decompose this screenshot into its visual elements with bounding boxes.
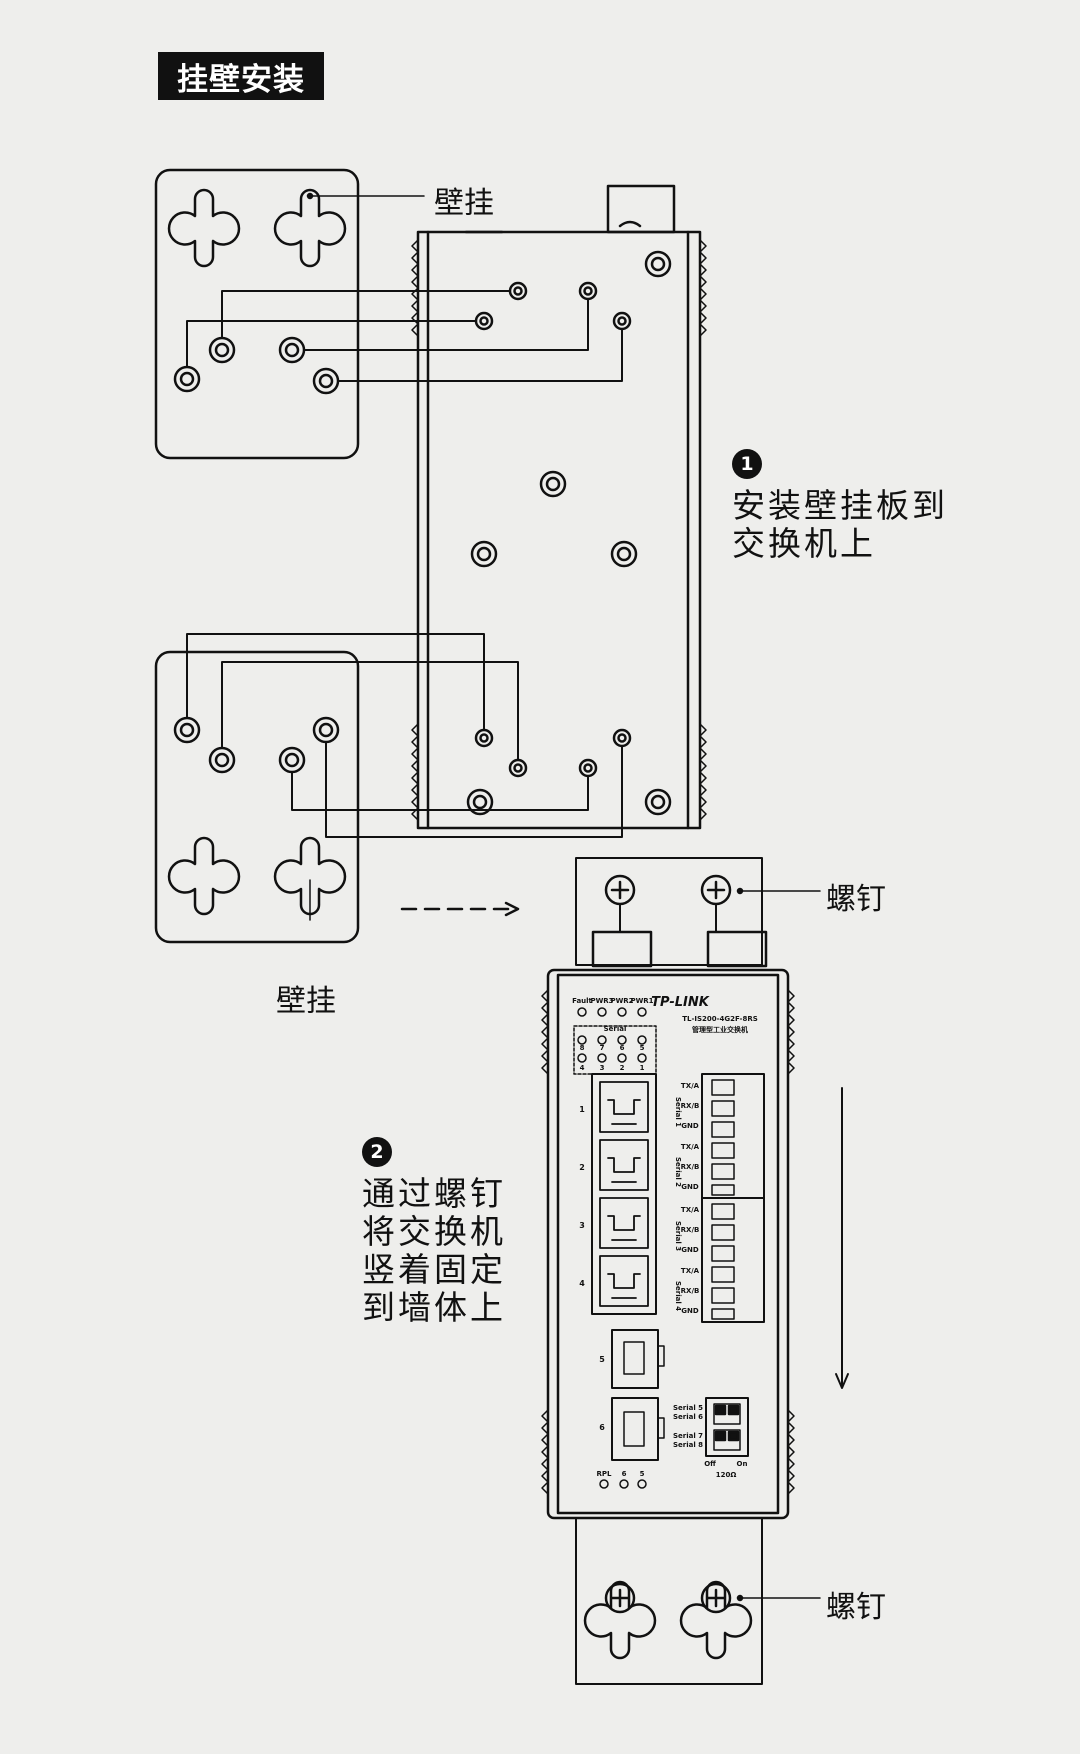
step-2-line: 竖着固定 [362, 1250, 506, 1289]
serial-group-label: Serial 2 [674, 1157, 682, 1187]
screw-label-bottom: 螺钉 [826, 1590, 886, 1625]
bottom-led-label: 5 [640, 1470, 645, 1478]
port-number: 5 [599, 1355, 605, 1364]
terminal-pin-label: GND [681, 1183, 699, 1191]
bottom-wall-bracket [154, 650, 360, 944]
step-2-line: 将交换机 [362, 1212, 506, 1251]
alignment-lines-top [186, 290, 623, 382]
device-text: TP-LINK TL-IS200-4G2F-8RS 管理型工业交换机 Fault… [572, 995, 758, 1479]
device-model: TL-IS200-4G2F-8RS [682, 1015, 758, 1023]
page-title: 挂壁安装 [158, 52, 324, 100]
serial-led-label: 5 [640, 1044, 645, 1052]
serial-led-label: 8 [580, 1044, 585, 1052]
led-label: PWR3 [590, 997, 613, 1005]
serial-led-label: 6 [620, 1044, 625, 1052]
step-1-line: 交换机上 [732, 524, 876, 563]
step-2-line: 通过螺钉 [362, 1174, 506, 1213]
terminal-pin-label: TX/A [681, 1143, 700, 1151]
screw-label-top: 螺钉 [826, 882, 886, 917]
serial-group-label: Serial 4 [674, 1281, 682, 1311]
port-number: 6 [599, 1423, 605, 1432]
device-subtitle: 管理型工业交换机 [692, 1025, 748, 1034]
switch-rear-view [411, 184, 707, 830]
terminal-pin-label: GND [681, 1246, 699, 1254]
down-arrow [835, 1087, 849, 1389]
serial-led-label: 7 [600, 1044, 605, 1052]
terminal-pin-label: RX/B [681, 1163, 700, 1171]
terminal-pin-label: RX/B [681, 1287, 700, 1295]
wall-hook-label-top: 壁挂 [434, 186, 494, 221]
led-label: PWR1 [630, 997, 653, 1005]
led-label: Fault [572, 997, 592, 1005]
serial-led-label: 4 [580, 1064, 585, 1072]
terminal-pin-label: TX/A [681, 1267, 700, 1275]
port-number: 1 [579, 1105, 585, 1114]
step-1-number: 1 [732, 449, 762, 479]
alignment-lines-bottom [186, 633, 623, 838]
port-number: 4 [579, 1279, 585, 1288]
led-label: PWR2 [610, 997, 633, 1005]
dip-value-label: 120Ω [716, 1471, 737, 1479]
dashed-arrow [400, 901, 520, 917]
terminal-pin-label: RX/B [681, 1102, 700, 1110]
step-2-line: 到墙体上 [362, 1288, 506, 1327]
terminal-pin-label: GND [681, 1122, 699, 1130]
dip-label: Serial 8 [673, 1441, 703, 1449]
serial-group-label: Serial 3 [674, 1221, 682, 1251]
dip-off-label: Off [704, 1460, 716, 1468]
dip-label: Serial 6 [673, 1413, 703, 1421]
dip-on-label: On [737, 1460, 748, 1468]
mounted-switch [541, 857, 821, 1685]
serial-led-label: 2 [620, 1064, 625, 1072]
bottom-led-label: RPL [597, 1470, 613, 1478]
step-1-line: 安装壁挂板到 [732, 486, 948, 525]
terminal-pin-label: TX/A [681, 1082, 700, 1090]
terminal-pin-label: TX/A [681, 1206, 700, 1214]
port-number: 3 [579, 1221, 585, 1230]
port-number: 2 [579, 1163, 585, 1172]
dip-label: Serial 7 [673, 1432, 703, 1440]
serial-group-label: Serial 1 [674, 1097, 682, 1127]
wall-hook-label-bottom: 壁挂 [276, 984, 336, 1019]
step-2: 2 通过螺钉 将交换机 竖着固定 到墙体上 [362, 1128, 506, 1327]
terminal-pin-label: GND [681, 1307, 699, 1315]
serial-label: Serial [604, 1025, 627, 1033]
step-1: 1 安装壁挂板到 交换机上 [732, 440, 948, 563]
terminal-pin-label: RX/B [681, 1226, 700, 1234]
top-wall-bracket [154, 168, 360, 460]
device-brand: TP-LINK [651, 995, 710, 1010]
dip-label: Serial 5 [673, 1404, 703, 1412]
serial-led-label: 1 [640, 1064, 645, 1072]
serial-led-label: 3 [600, 1064, 605, 1072]
bottom-led-label: 6 [622, 1470, 627, 1478]
step-2-number: 2 [362, 1137, 392, 1167]
